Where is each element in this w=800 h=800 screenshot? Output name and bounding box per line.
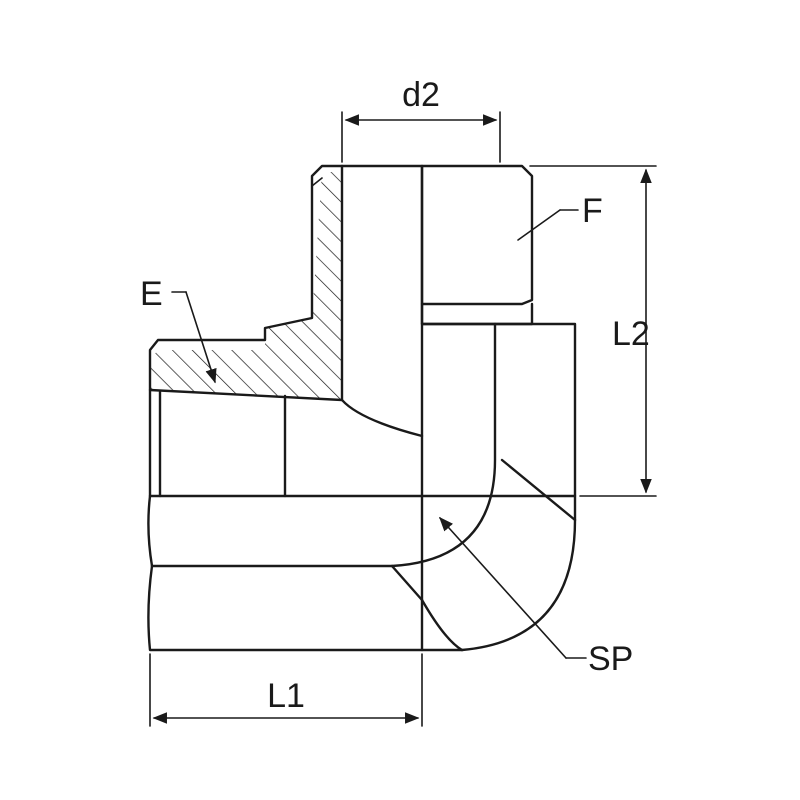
leader-e: [171, 291, 217, 384]
label-l2: L2: [612, 315, 650, 353]
label-l1: L1: [267, 677, 305, 715]
fitting-outline: [147, 164, 577, 652]
dimension-d2: [341, 111, 501, 163]
dimension-l1: [149, 653, 423, 727]
leader-f: [517, 209, 579, 241]
hatched-section: [150, 172, 342, 400]
leader-sp: [439, 516, 587, 659]
label-f: F: [582, 192, 603, 230]
dimension-l2: [529, 165, 657, 497]
label-sp: SP: [588, 640, 633, 678]
label-e: E: [140, 275, 163, 313]
label-d2: d2: [402, 76, 440, 114]
